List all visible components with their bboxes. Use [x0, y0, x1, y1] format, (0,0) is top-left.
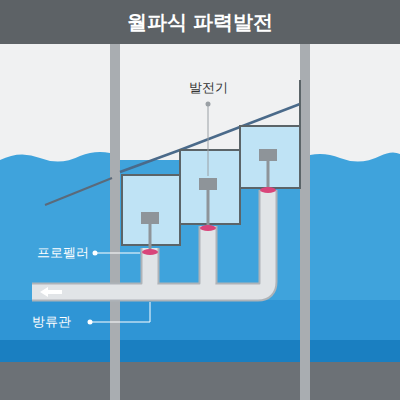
pipe-label: 방류관	[32, 314, 71, 330]
wall	[299, 80, 301, 126]
title: 월파식 파력발전	[127, 10, 274, 34]
leader-line	[88, 102, 211, 325]
generator-label: 발전기	[189, 80, 228, 96]
ground	[0, 362, 400, 400]
outlet-pipe	[32, 190, 268, 292]
ramp	[45, 178, 112, 205]
deep-sea	[0, 300, 400, 340]
propeller-label: 프로펠러	[37, 245, 89, 261]
ramp-top	[120, 150, 180, 172]
flow-arrow	[40, 287, 62, 297]
sea-floor-band	[0, 340, 400, 362]
reservoir	[180, 150, 240, 224]
reservoir	[240, 126, 300, 188]
generator	[141, 149, 277, 255]
pole	[300, 44, 310, 400]
pole	[110, 44, 120, 400]
title-band	[0, 0, 400, 44]
